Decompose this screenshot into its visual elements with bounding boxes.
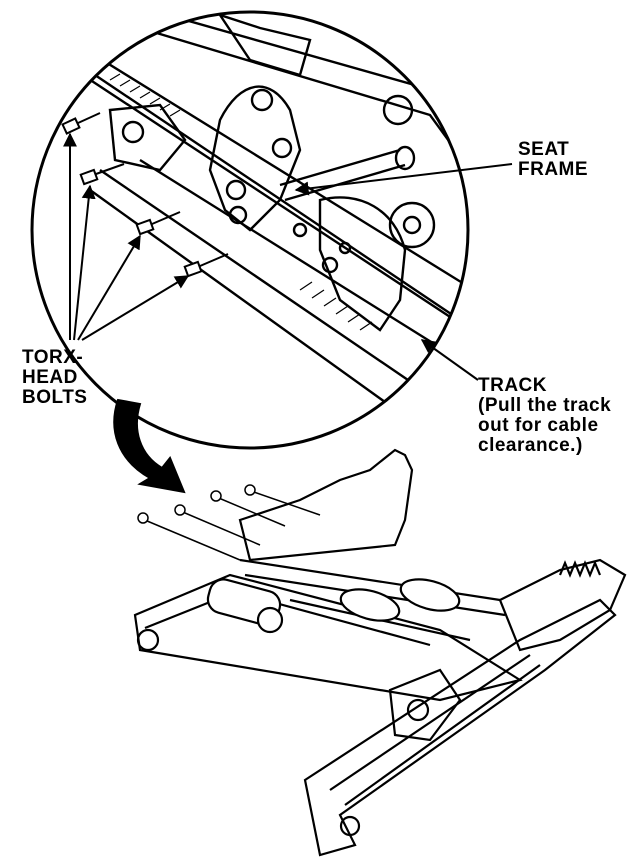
torx-bolt [210, 490, 222, 502]
detail-hole [228, 205, 248, 225]
torx-bolt [79, 163, 125, 186]
detail-left-bracket [108, 103, 187, 172]
track-rail-inner [329, 654, 541, 806]
detail-tube-end [394, 145, 416, 171]
torx-bolt [183, 253, 229, 278]
seat-frame-leader-arrow [294, 163, 513, 196]
seat-back-bracket [238, 448, 414, 562]
motor-cylinder [339, 588, 401, 622]
seat-frame-label-line: FRAME [518, 159, 589, 180]
torx-leader-arrows [63, 132, 190, 341]
right-mechanism-teeth [558, 560, 602, 578]
detail-hatching [109, 73, 373, 331]
track-rail [303, 598, 617, 857]
zoom-transition-arrow [113, 398, 186, 494]
torx-label-line: TORX- [22, 347, 84, 368]
torx-label-line: HEAD [22, 367, 78, 388]
seat-frame-label-line: SEAT [518, 139, 570, 160]
torx-label-line: BOLTS [22, 387, 88, 408]
detail-hole [121, 120, 145, 144]
track-label-line: out for cable [478, 415, 599, 436]
torx-bolt [137, 512, 149, 524]
leader-arrow [81, 275, 190, 341]
seat-frame-label: SEAT FRAME [518, 140, 588, 180]
detail-hole [250, 88, 274, 112]
bolt-guides [137, 484, 321, 561]
torx-bolt [135, 211, 181, 236]
detail-view [30, 10, 470, 450]
detail-hole [321, 256, 339, 274]
torx-bolt [244, 484, 256, 496]
torx-bolt [174, 504, 186, 516]
detail-hole [338, 241, 352, 255]
torx-bolt [61, 112, 101, 135]
detail-gear [388, 201, 436, 249]
detail-hole [271, 137, 293, 159]
mid-recliner-hole [406, 698, 430, 722]
detail-gear-hub [402, 215, 422, 235]
rail-mount-hole [339, 815, 361, 837]
leader-arrow [73, 184, 96, 341]
leader-arrow [77, 234, 141, 341]
detail-hole [225, 179, 247, 201]
track-label-line: clearance.) [478, 435, 583, 456]
track-label-line: (Pull the track [478, 395, 612, 416]
detail-hole [292, 222, 308, 238]
track-leader-arrow [420, 339, 479, 381]
rail-mount-hole [136, 628, 160, 652]
mid-recliner [388, 668, 462, 742]
torx-head-bolts-label: TORX- HEAD BOLTS [22, 348, 87, 408]
motor-cylinder [399, 578, 461, 612]
detail-seat-frame-bracket [208, 85, 302, 232]
track-label: TRACK (Pull the track out for cable clea… [478, 376, 611, 456]
detail-knob [382, 94, 414, 126]
track-label-line: TRACK [478, 375, 547, 396]
seat-track-assembly [133, 448, 627, 857]
motor-end [256, 606, 284, 634]
